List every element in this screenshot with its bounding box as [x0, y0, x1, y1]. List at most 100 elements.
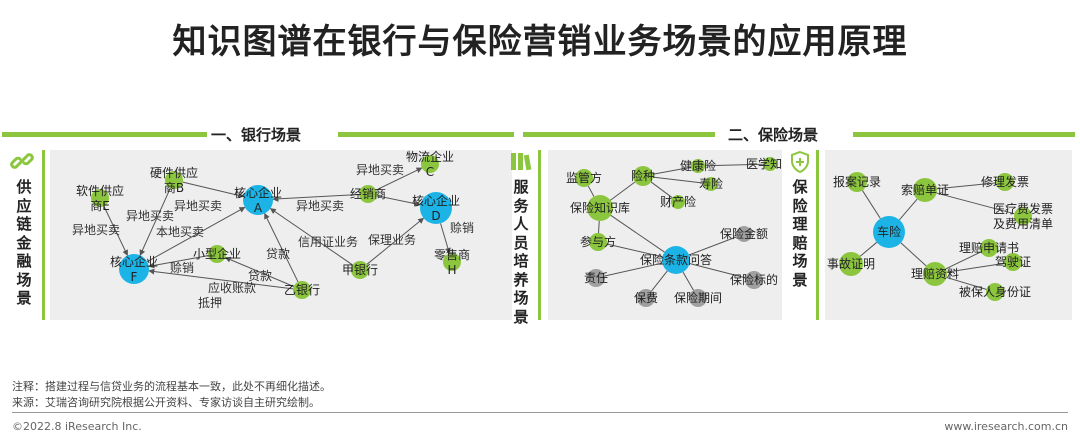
graph-edge — [652, 176, 705, 184]
edge-label: 异地买卖 — [356, 163, 404, 177]
graph-edge — [861, 190, 881, 219]
graph-edge — [103, 205, 128, 257]
node-label: 索赔单证 — [901, 182, 949, 197]
graph-edge — [139, 188, 171, 256]
graph-edge — [598, 220, 600, 234]
node-repair — [996, 173, 1014, 191]
graph-edge — [146, 206, 246, 263]
graph-edge — [604, 262, 663, 277]
edge-label: 贷款 — [266, 247, 290, 261]
graph-edge — [936, 192, 1015, 215]
node-label: 寿险 — [699, 176, 723, 191]
node-case — [847, 172, 867, 192]
node-label: 保费 — [634, 291, 658, 305]
node-label: 保险条款问答 — [640, 252, 712, 267]
node-yi — [293, 281, 311, 299]
node-kb — [587, 195, 613, 221]
insurance-header-bar-left — [523, 132, 715, 137]
node-small — [208, 245, 226, 263]
books-icon — [509, 150, 533, 176]
node-label: 车险 — [877, 224, 901, 239]
node-idcard — [986, 283, 1004, 301]
scene-divider — [816, 150, 819, 320]
node-label: 及费用清单 — [993, 217, 1053, 231]
graph-edge — [946, 276, 987, 290]
edge-label: 信用证业务 — [298, 234, 358, 249]
node-liability — [587, 269, 605, 287]
node-A — [243, 185, 273, 215]
node-label: 保险金额 — [720, 226, 768, 241]
node-label: 保险知识库 — [570, 200, 630, 215]
node-dealer — [359, 185, 377, 203]
source-note: 来源：艾瑞咨询研究院根据公开资料、专家访谈自主研究绘制。 — [12, 396, 320, 409]
node-F — [119, 254, 149, 284]
graph-edge — [689, 262, 746, 279]
graph-edge — [682, 271, 694, 291]
insurance-section-title: 二、保险场景 — [728, 126, 819, 144]
bank-section-title: 一、银行场景 — [211, 126, 302, 144]
node-label: 财产险 — [660, 194, 696, 209]
node-label: 小型企业 — [193, 246, 241, 261]
edge-label: 赊销 — [170, 261, 194, 275]
graph-edge — [269, 208, 353, 266]
copyright: ©2022.8 iResearch Inc. — [12, 420, 142, 433]
edge-label: 异地买卖 — [296, 199, 344, 213]
graph-edge — [148, 268, 294, 290]
graph-edge — [946, 262, 1005, 273]
edge-label: 保理业务 — [368, 232, 416, 247]
supply-chain-scene-title: 供应链金融场景 — [16, 178, 32, 307]
node-car — [873, 216, 905, 248]
edge-label: 异地买卖 — [72, 223, 120, 237]
node-label: A — [254, 201, 263, 215]
node-label: 参与方 — [580, 234, 616, 249]
node-label: C — [426, 165, 434, 179]
node-label: 甲银行 — [342, 263, 378, 277]
graph-edge — [650, 181, 673, 199]
node-label: 保险期间 — [674, 290, 722, 305]
edge-label: 赊销 — [450, 221, 474, 235]
bank-knowledge-graph: 异地买卖异地买卖异地买卖本地买卖异地买卖异地买卖赊销赊销贷款贷款信用证业务保理业… — [72, 149, 474, 310]
insurance-header-bar-right — [853, 132, 1075, 137]
claims-scene-title: 保险理赔场景 — [792, 178, 808, 289]
graph-edge — [899, 198, 918, 221]
bank-graph-panel: 异地买卖异地买卖异地买卖本地买卖异地买卖异地买卖赊销赊销贷款贷款信用证业务保理业… — [50, 149, 512, 320]
scene-divider — [538, 150, 541, 320]
node-label: 医学知识 — [746, 156, 782, 171]
footer-divider — [12, 412, 1068, 413]
node-label: 被保人身份证 — [959, 284, 1031, 299]
graph-edge — [900, 242, 927, 267]
node-docs — [923, 262, 947, 286]
node-voucher — [913, 178, 937, 202]
node-subject — [745, 271, 763, 289]
node-label: 险种 — [631, 168, 655, 183]
edge-label: 抵押 — [198, 296, 222, 310]
graph-edge — [148, 255, 209, 269]
edge-label: 应收账款 — [208, 280, 256, 295]
node-kind — [633, 166, 653, 186]
node-label: 修理发票 — [981, 174, 1029, 189]
node-medbill — [1014, 207, 1032, 225]
claims-graph-panel: 报案记录索赔单证修理发票医疗费发票及费用清单车险事故证明理赔资料理赔申请书驾驶证… — [825, 150, 1072, 320]
shield-plus-icon — [789, 150, 811, 178]
bank-header-bar-left — [2, 132, 207, 137]
node-B — [165, 171, 183, 189]
node-label: D — [431, 209, 440, 223]
edge-label: 异地买卖 — [174, 199, 222, 213]
node-label: F — [131, 270, 138, 284]
graph-edge — [182, 181, 244, 199]
node-apply — [980, 239, 998, 257]
node-label: 核心企业 — [234, 185, 282, 200]
training-scene-title: 服务人员培养场景 — [513, 178, 529, 326]
node-label: 乙银行 — [284, 283, 320, 297]
node-medical — [763, 157, 777, 171]
page-title: 知识图谱在银行与保险营销业务场景的应用原理 — [172, 22, 908, 62]
node-regulator — [575, 169, 593, 187]
node-license — [1004, 253, 1022, 271]
graph-edge — [704, 163, 764, 167]
node-period — [689, 289, 707, 307]
graph-edge — [375, 167, 423, 191]
node-amount — [736, 226, 752, 242]
edge-label: 异地买卖 — [126, 209, 174, 223]
node-H — [443, 253, 461, 271]
node-accident — [839, 252, 863, 276]
